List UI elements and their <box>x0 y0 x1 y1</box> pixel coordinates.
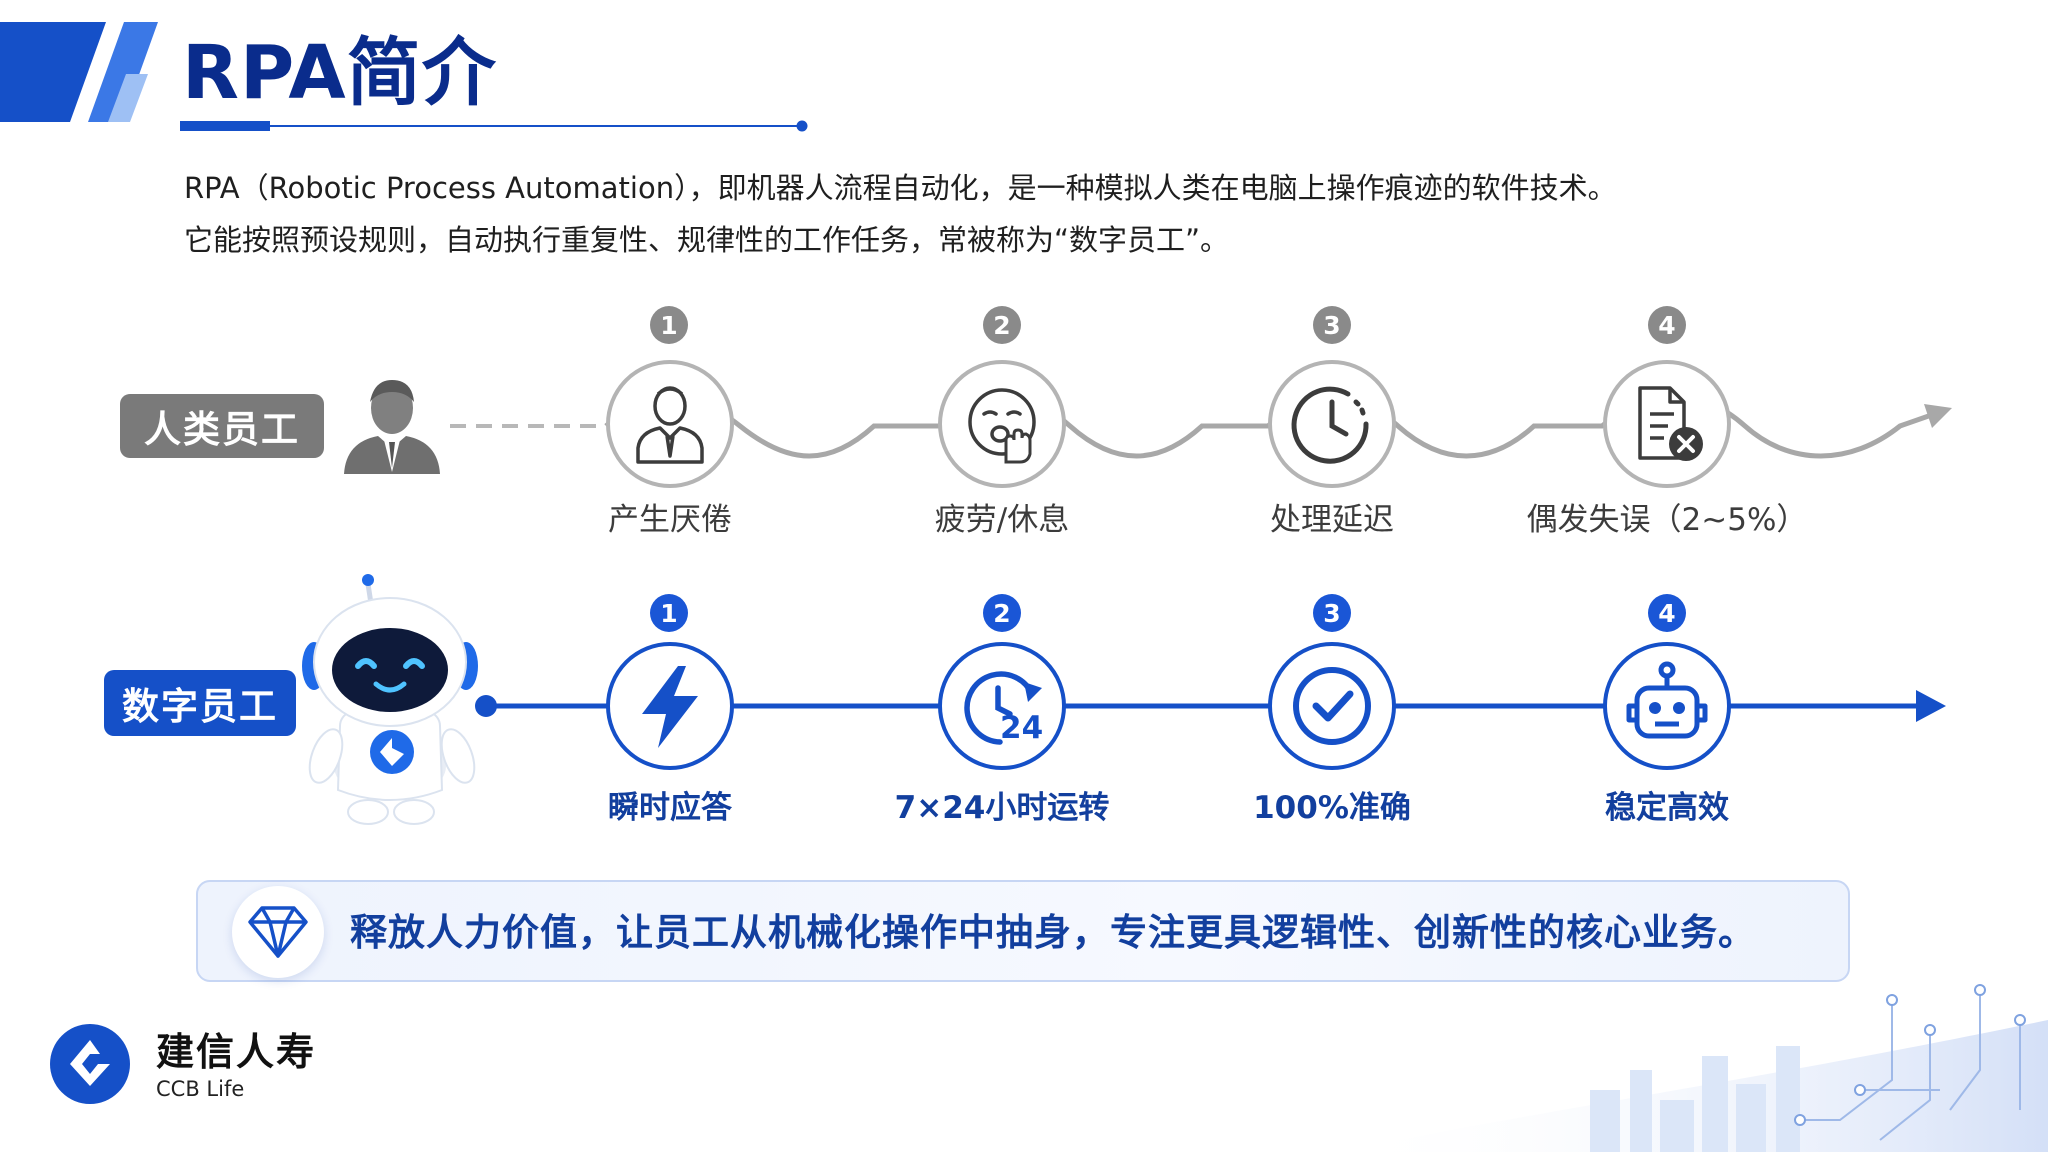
digital-step-2-circle <box>938 642 1066 770</box>
human-step-3-badge: 3 <box>1313 306 1351 344</box>
digital-employee-label: 数字员工 <box>104 670 296 736</box>
human-step-4-badge: 4 <box>1648 306 1686 344</box>
robot-icon <box>1626 661 1708 739</box>
human-step-4-label: 偶发失误（2~5%） <box>1526 502 1808 538</box>
document-error-icon <box>1638 386 1703 461</box>
robot-mascot-icon <box>302 574 478 825</box>
human-step-1-label: 产生厌倦 <box>608 502 732 538</box>
digital-step-4-badge: 4 <box>1648 594 1686 632</box>
human-step-2-badge: 2 <box>983 306 1021 344</box>
digital-step-2-label: 7×24小时运转 <box>894 790 1110 826</box>
page-title: RPA简介 <box>182 30 497 116</box>
intro-line-2: 它能按照预设规则，自动执行重复性、规律性的工作任务，常被称为“数字员工”。 <box>184 223 1230 257</box>
digital-step-3-badge: 3 <box>1313 594 1351 632</box>
diamond-icon <box>248 906 308 958</box>
digital-step-3-label: 100%准确 <box>1253 790 1411 826</box>
intro-line-1: RPA（Robotic Process Automation），即机器人流程自动… <box>184 171 1617 205</box>
title-underline <box>180 120 808 132</box>
bored-person-icon <box>636 386 704 464</box>
lightning-icon <box>642 666 698 748</box>
clock-24-icon: 24 <box>960 664 1046 750</box>
digital-step-4-circle <box>1603 642 1731 770</box>
clock-delay-icon <box>1291 386 1369 464</box>
human-step-3-label: 处理延迟 <box>1270 502 1394 538</box>
header-stripes <box>0 22 158 122</box>
digital-step-2-badge: 2 <box>983 594 1021 632</box>
human-employee-label: 人类员工 <box>120 394 324 458</box>
digital-step-1-label: 瞬时应答 <box>608 790 732 826</box>
check-circle-icon <box>1293 667 1371 745</box>
businessman-icon <box>344 380 440 474</box>
yawning-face-icon <box>968 388 1036 464</box>
human-step-1-badge: 1 <box>650 306 688 344</box>
digital-step-1-badge: 1 <box>650 594 688 632</box>
digital-step-4-label: 稳定高效 <box>1605 790 1729 826</box>
diamond-icon-badge <box>232 886 324 978</box>
digital-step-3-circle <box>1268 642 1396 770</box>
value-banner <box>196 880 1850 982</box>
brand-name-en: CCB Life <box>156 1077 245 1101</box>
ccb-life-logo-icon <box>50 1024 130 1104</box>
clock-24-text: 24 <box>1000 710 1044 746</box>
human-step-2-circle <box>938 360 1066 488</box>
human-step-2-label: 疲劳/休息 <box>934 502 1070 538</box>
circuit-city-decoration <box>1340 984 2048 1152</box>
brand-name-cn: 建信人寿 <box>156 1030 317 1074</box>
banner-text: 释放人力价值，让员工从机械化操作中抽身，专注更具逻辑性、创新性的核心业务。 <box>350 911 1756 954</box>
